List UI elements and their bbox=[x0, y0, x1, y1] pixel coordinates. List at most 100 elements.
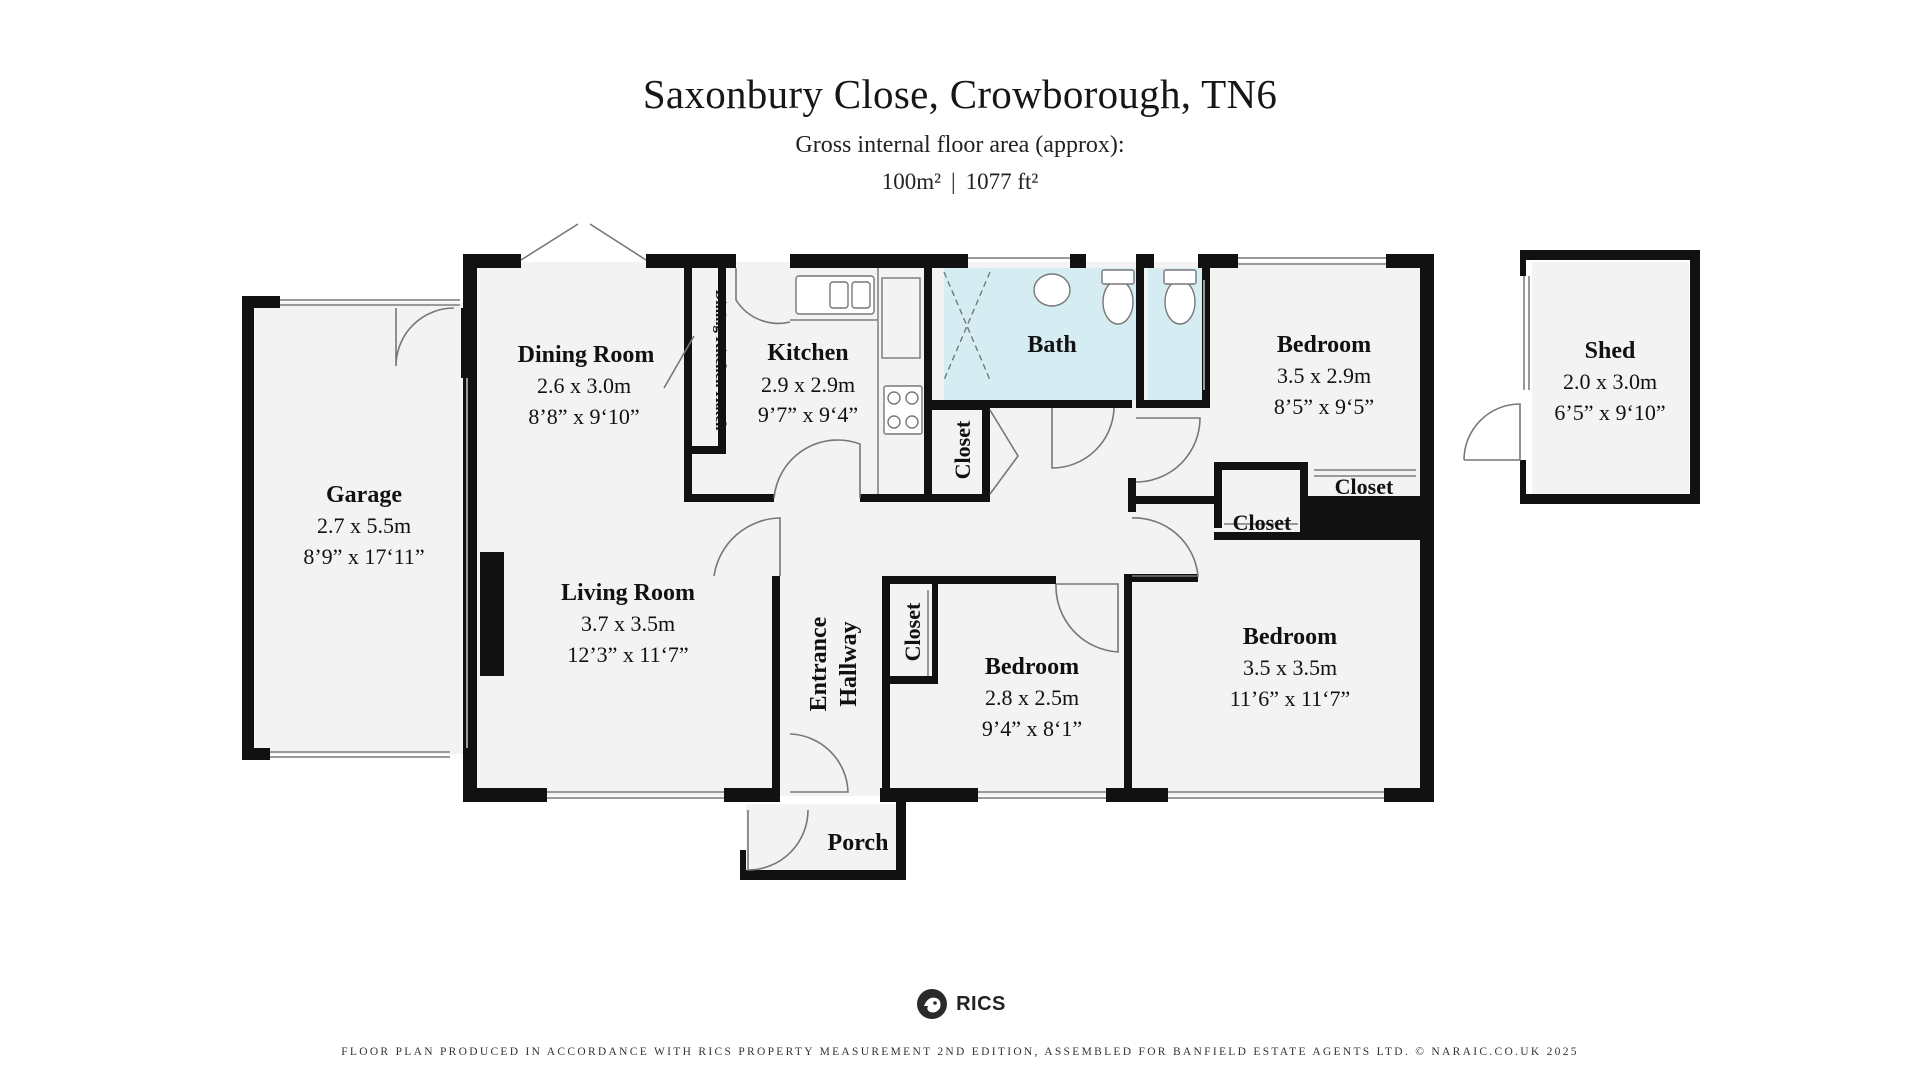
living-room-imperial: 12’3” x 11‘7” bbox=[567, 642, 688, 667]
bed-ne-door bbox=[1135, 417, 1201, 483]
closet-ne-b-label: Closet bbox=[1335, 474, 1394, 499]
garage-name: Garage bbox=[326, 482, 402, 508]
house-wall-south-living-l bbox=[463, 788, 547, 802]
house-wall-south-bed-m bbox=[1106, 788, 1168, 802]
area-imperial: 1077 ft² bbox=[965, 169, 1039, 194]
garage-chimney bbox=[480, 552, 504, 676]
closet-hall-label: Closet bbox=[950, 420, 975, 479]
wc-toilet-cistern bbox=[1163, 269, 1197, 285]
living-room-metric: 3.7 x 3.5m bbox=[581, 611, 675, 636]
dining-kitchen-wall bbox=[684, 268, 692, 500]
garage-wall-top-left bbox=[242, 296, 280, 308]
bedroom-s-metric: 2.8 x 2.5m bbox=[985, 685, 1079, 710]
living-room-name: Living Room bbox=[561, 580, 695, 606]
house-wall-north-wc bbox=[1136, 254, 1154, 268]
house-wall-south-bed-r bbox=[1384, 788, 1434, 802]
closet-ne-a-wall-right bbox=[1300, 462, 1308, 504]
rics-logo-text: RICS bbox=[956, 992, 1006, 1015]
hob-ring-3 bbox=[887, 415, 901, 429]
kitchen-name: Kitchen bbox=[767, 340, 848, 366]
porch-wall-south bbox=[740, 870, 906, 880]
bedroom-ne-imperial: 8’5” x 9‘5” bbox=[1274, 394, 1374, 419]
bed-ne-wall-south bbox=[1136, 496, 1214, 504]
plan-header: Saxonbury Close, Crowborough, TN6 Gross … bbox=[0, 70, 1920, 195]
shed-wall-west-lower bbox=[1520, 460, 1526, 504]
house-wall-north-dining-r bbox=[646, 254, 736, 268]
rics-logo: RICS bbox=[0, 986, 1920, 1027]
kitchen-door-north bbox=[735, 268, 791, 325]
garage-metric: 2.7 x 5.5m bbox=[317, 513, 411, 538]
footer-note: FLOOR PLAN PRODUCED IN ACCORDANCE WITH R… bbox=[341, 1046, 1579, 1058]
bedroom-ne-name: Bedroom bbox=[1277, 332, 1371, 358]
dining-kitchen-hatch-label: Dining Kitchen Hatch bbox=[712, 290, 728, 432]
house-wall-north-bed bbox=[1198, 254, 1238, 268]
bedroom-se-metric: 3.5 x 3.5m bbox=[1243, 655, 1337, 680]
floors bbox=[254, 262, 1689, 877]
area-summary: 100m²|1077 ft² bbox=[0, 169, 1920, 195]
entrance-hallway-line2: Hallway bbox=[836, 621, 862, 706]
room-labels: Garage 2.7 x 5.5m 8’9” x 17‘11” Dining R… bbox=[303, 290, 1665, 856]
garage-door bbox=[395, 307, 455, 367]
bed-s-wall-north bbox=[882, 576, 1056, 584]
shed-wall-south bbox=[1520, 494, 1700, 504]
kitchen-sink-bowl-left bbox=[829, 281, 849, 309]
closet-ne-a-label: Closet bbox=[1233, 510, 1292, 535]
kitchen-wall-south-r bbox=[860, 494, 930, 502]
dining-room-name: Dining Room bbox=[518, 342, 655, 368]
porch-wall-west bbox=[740, 850, 746, 880]
garage-floor bbox=[254, 302, 468, 754]
walls bbox=[242, 250, 1700, 880]
bath-name: Bath bbox=[1027, 332, 1076, 358]
hall-closet-wall-right bbox=[982, 402, 990, 502]
living-door bbox=[713, 517, 781, 577]
shed-name: Shed bbox=[1585, 338, 1636, 364]
kitchen-wall-east bbox=[924, 268, 932, 502]
kitchen-door-south bbox=[773, 439, 861, 499]
hob-ring-2 bbox=[905, 391, 919, 405]
bath-toilet-cistern bbox=[1101, 269, 1135, 285]
kitchen-imperial: 9’7” x 9‘4” bbox=[758, 402, 858, 427]
house-wall-north-kitchen bbox=[790, 254, 968, 268]
thin-lines bbox=[270, 257, 1530, 799]
fixtures bbox=[795, 269, 1197, 435]
garage-wall-bottom-left bbox=[242, 748, 270, 760]
bed-s-closet-right bbox=[932, 584, 938, 682]
dining-room-metric: 2.6 x 3.0m bbox=[537, 373, 631, 398]
closet-black-block bbox=[1300, 504, 1420, 540]
dining-french-door-left bbox=[520, 223, 579, 261]
wc-toilet bbox=[1164, 279, 1196, 325]
kitchen-appliance bbox=[881, 277, 921, 359]
rics-lion-icon bbox=[917, 989, 948, 1019]
closet-ne-a-wall-bottom bbox=[1214, 532, 1308, 540]
bath-wall-south bbox=[932, 400, 1132, 408]
shed-metric: 2.0 x 3.0m bbox=[1563, 369, 1657, 394]
porch-wall-east bbox=[896, 796, 906, 878]
shed-wall-north bbox=[1520, 250, 1700, 260]
bed-s-door bbox=[1055, 583, 1119, 653]
bed-ne-wall-west-lower bbox=[1128, 478, 1136, 512]
wc-wall-south bbox=[1136, 400, 1210, 408]
plan-title: Saxonbury Close, Crowborough, TN6 bbox=[642, 71, 1278, 117]
bed-s-closet-bottom bbox=[882, 676, 938, 684]
bedroom-s-name: Bedroom bbox=[985, 654, 1079, 680]
kitchen-wall-south-l bbox=[684, 494, 774, 502]
living-hall-wall bbox=[772, 576, 780, 792]
porch-outer-door bbox=[747, 809, 809, 871]
house-wall-west bbox=[463, 254, 477, 802]
house-wall-south-bed-l bbox=[880, 788, 978, 802]
shed-imperial: 6’5” x 9‘10” bbox=[1554, 400, 1665, 425]
house-wall-east bbox=[1420, 254, 1434, 802]
bed-se-door bbox=[1131, 517, 1199, 577]
kitchen-metric: 2.9 x 2.9m bbox=[761, 372, 855, 397]
kitchen-sink-bowl-right bbox=[851, 281, 871, 309]
hob-ring-4 bbox=[905, 415, 919, 429]
bedroom-s-imperial: 9’4” x 8‘1” bbox=[982, 716, 1082, 741]
closet-ne-a-wall-top bbox=[1214, 462, 1308, 470]
porch-inner-door bbox=[789, 733, 849, 793]
wc-wall-east bbox=[1202, 268, 1210, 408]
area-separator: | bbox=[950, 169, 956, 194]
garage-imperial: 8’9” x 17‘11” bbox=[303, 544, 424, 569]
shed-door bbox=[1463, 403, 1521, 461]
porch-name: Porch bbox=[828, 830, 889, 856]
